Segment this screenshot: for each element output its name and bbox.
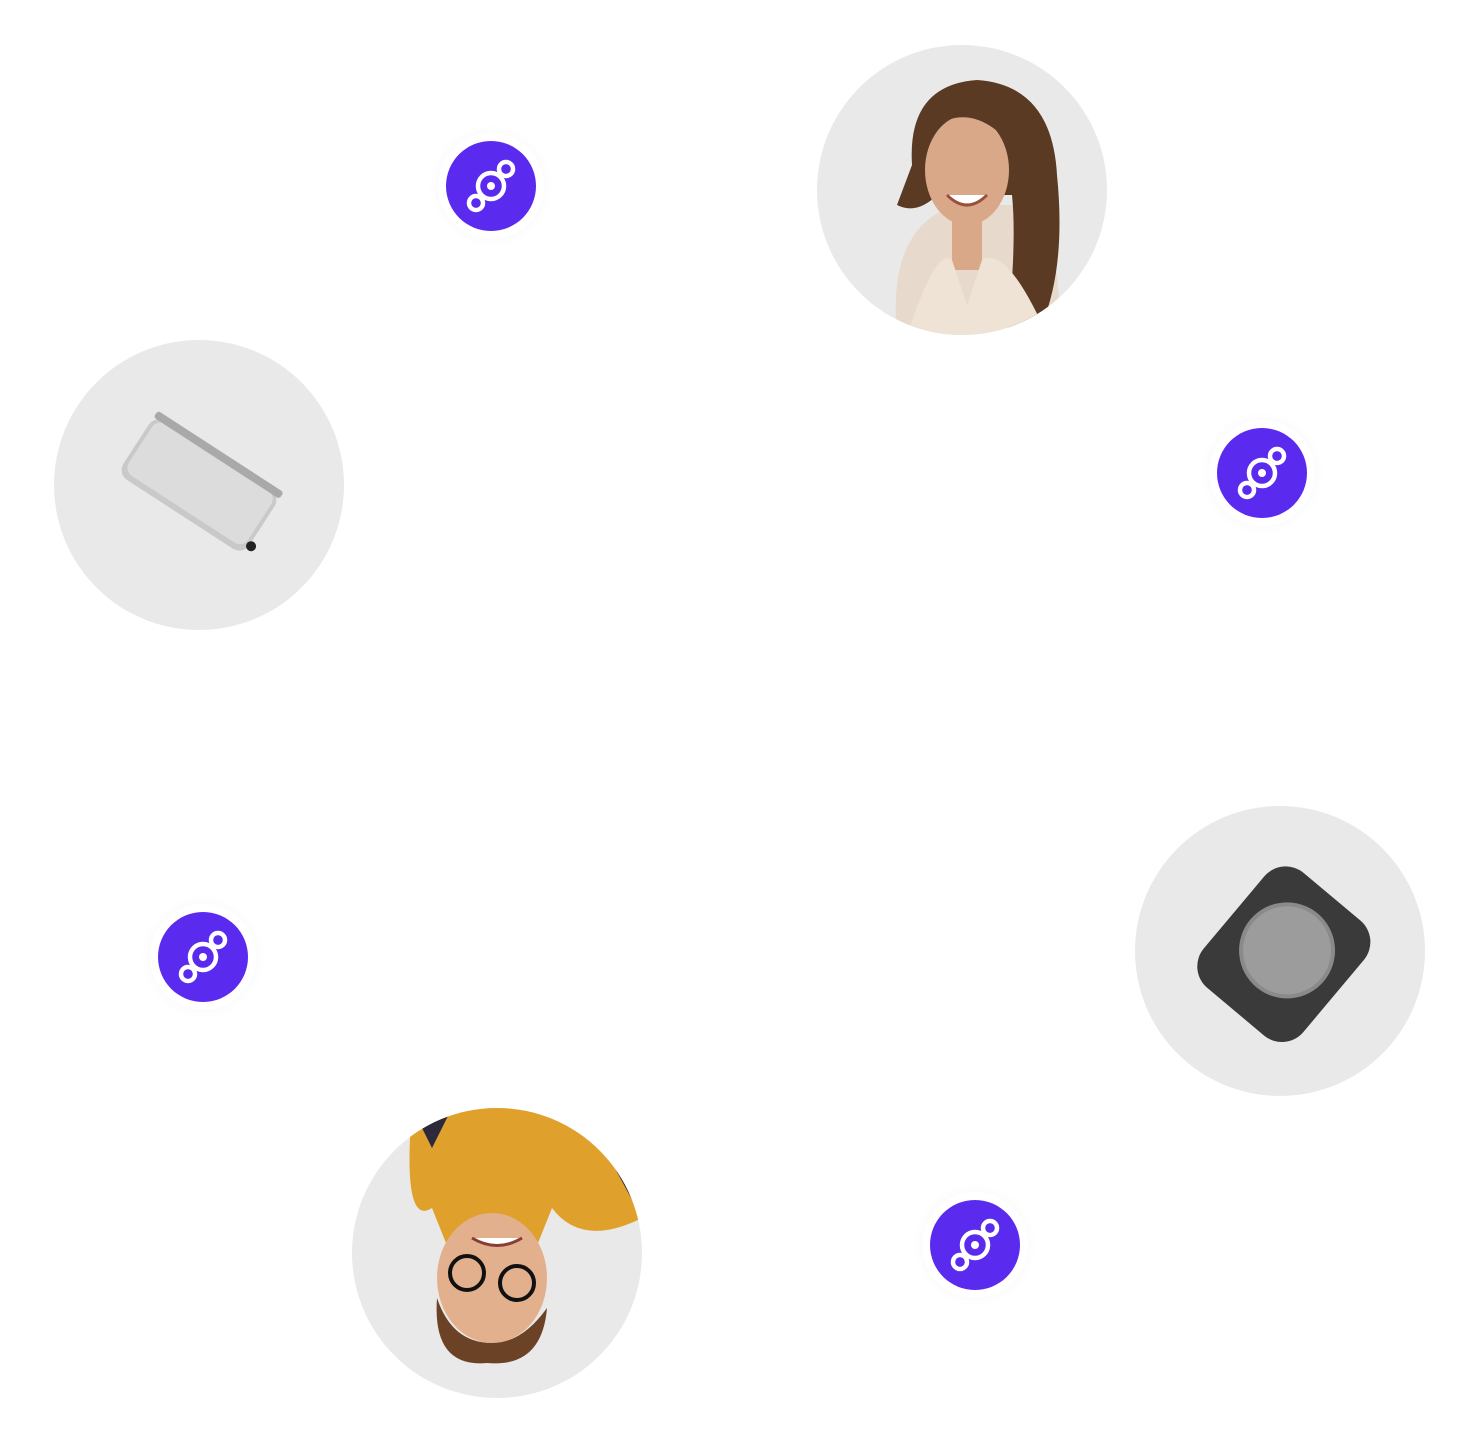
silver-hotspot-device <box>54 340 344 630</box>
helium-logo-icon <box>446 141 536 231</box>
helium-logo-icon <box>930 1200 1020 1290</box>
dark-hotspot-device <box>1135 806 1425 1096</box>
helium-logo-icon <box>158 912 248 1002</box>
man-avatar <box>352 1108 642 1398</box>
woman-avatar <box>817 45 1107 335</box>
helium-logo-icon <box>1217 428 1307 518</box>
